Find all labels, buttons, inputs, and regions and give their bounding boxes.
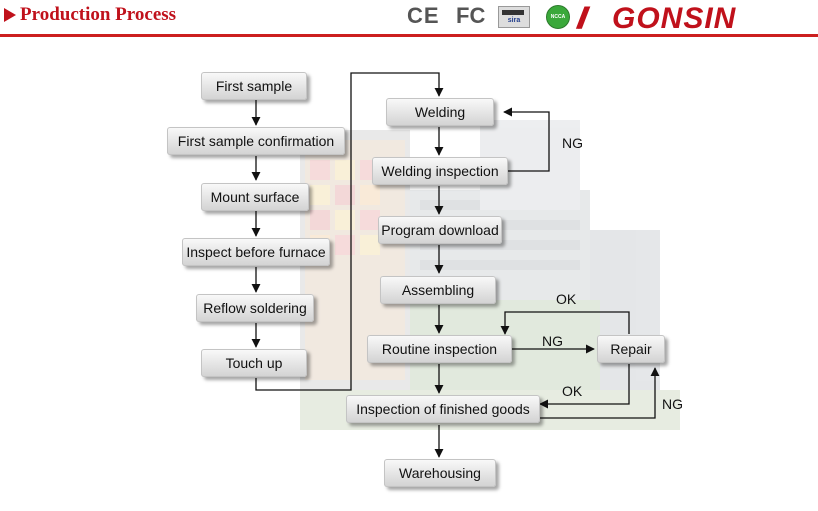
step-mount-surface: Mount surface: [201, 183, 309, 211]
label-repair-ok-bottom: OK: [562, 383, 583, 399]
step-welding: Welding: [386, 98, 494, 126]
step-first-sample: First sample: [201, 72, 307, 100]
label-routine-ng: NG: [542, 333, 563, 349]
loop-repair-ok-to-finished: [539, 364, 630, 409]
fcc-mark-logo: FC: [456, 3, 486, 28]
step-reflow-soldering: Reflow soldering: [196, 294, 314, 322]
connector-touchup-to-welding: [255, 72, 444, 391]
loop-welding-ng: [503, 107, 550, 172]
ncca-logo: NCCA: [546, 5, 570, 29]
header-bar: Production Process CE FC sira NCCA // GO…: [0, 0, 818, 38]
label-finished-ng: NG: [662, 396, 683, 412]
step-inspect-before-furnace: Inspect before furnace: [182, 238, 330, 266]
step-touch-up: Touch up: [201, 349, 307, 377]
play-arrow-icon: [4, 8, 16, 22]
page-title: Production Process: [20, 4, 177, 25]
step-inspection-of-finished-goods: Inspection of finished goods: [346, 395, 540, 423]
label-repair-ok-top: OK: [556, 291, 577, 307]
step-first-sample-confirmation: First sample confirmation: [167, 127, 345, 155]
step-program-download: Program download: [378, 216, 502, 244]
step-welding-inspection: Welding inspection: [372, 157, 508, 185]
step-repair: Repair: [597, 335, 665, 363]
ce-mark-logo: CE: [407, 3, 440, 28]
brand-logo: GONSIN: [612, 2, 737, 35]
loop-repair-ok-to-routine: [500, 311, 630, 335]
label-welding-ng: NG: [562, 135, 583, 151]
sira-logo: sira: [498, 6, 530, 28]
step-warehousing: Warehousing: [384, 459, 496, 487]
step-routine-inspection: Routine inspection: [367, 335, 512, 363]
step-assembling: Assembling: [380, 276, 496, 304]
header-divider: [0, 34, 818, 37]
loop-finished-ng-to-repair: [540, 367, 660, 419]
